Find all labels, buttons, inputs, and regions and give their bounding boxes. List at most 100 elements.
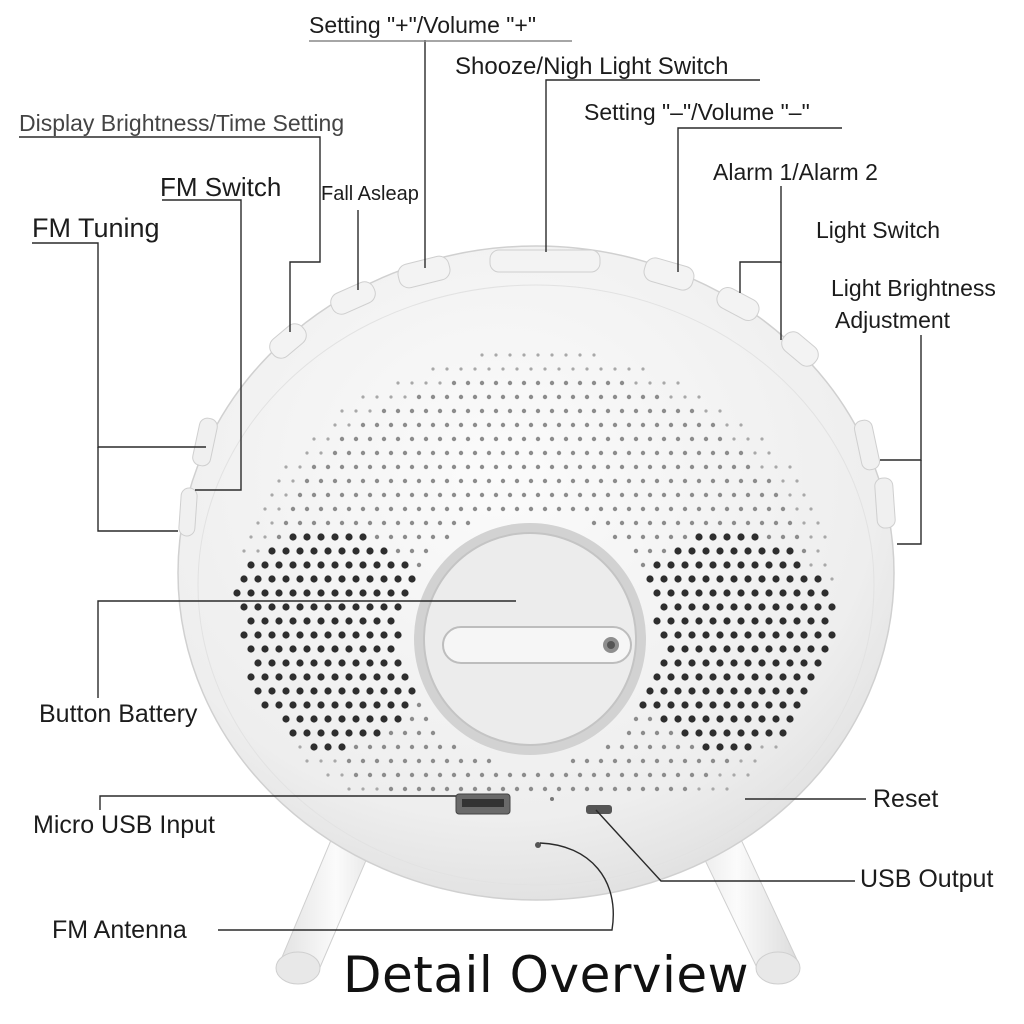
grille-hole xyxy=(325,464,331,470)
alarm-button[interactable] xyxy=(713,284,762,324)
grille-hole xyxy=(394,715,402,723)
grille-hole xyxy=(654,422,660,428)
grille-hole xyxy=(640,758,646,764)
grille-hole xyxy=(465,772,471,778)
grille-hole xyxy=(402,786,408,792)
leader-fm-antenna xyxy=(218,842,614,931)
grille-hole xyxy=(758,547,766,555)
light-switch-button[interactable] xyxy=(778,328,823,371)
grille-hole xyxy=(653,561,661,569)
grille-hole xyxy=(786,603,794,611)
grille-hole xyxy=(688,659,696,667)
grille-hole xyxy=(793,617,801,625)
grille-hole xyxy=(381,492,387,498)
grille-hole xyxy=(256,521,260,525)
grille-hole xyxy=(675,492,681,498)
grille-hole xyxy=(758,575,766,583)
grille-hole xyxy=(296,603,304,611)
grille-hole xyxy=(711,787,715,791)
grille-hole xyxy=(465,520,471,526)
grille-hole xyxy=(744,575,752,583)
grille-hole xyxy=(451,492,457,498)
grille-hole xyxy=(494,353,498,357)
volume-minus-button[interactable] xyxy=(642,256,697,293)
grille-hole xyxy=(326,437,330,441)
grille-hole xyxy=(786,547,794,555)
grille-hole xyxy=(626,730,632,736)
grille-hole xyxy=(653,673,661,681)
grille-hole xyxy=(324,547,332,555)
grille-hole xyxy=(381,772,387,778)
grille-hole xyxy=(710,758,716,764)
grille-hole xyxy=(389,395,393,399)
grille-hole xyxy=(814,603,822,611)
grille-hole xyxy=(254,687,262,695)
grille-hole xyxy=(695,673,703,681)
grille-hole xyxy=(556,786,562,792)
grille-hole xyxy=(458,758,464,764)
grille-hole xyxy=(570,478,576,484)
grille-hole xyxy=(282,547,290,555)
fm-tuning-button[interactable] xyxy=(178,487,198,537)
display-brightness-button[interactable] xyxy=(266,320,311,363)
grille-hole xyxy=(730,547,738,555)
usb-output-port[interactable] xyxy=(586,805,612,814)
grille-hole xyxy=(282,631,290,639)
grille-hole xyxy=(535,464,541,470)
grille-hole xyxy=(401,701,409,709)
grille-hole xyxy=(416,422,422,428)
grille-hole xyxy=(345,533,353,541)
grille-hole xyxy=(282,715,290,723)
grille-hole xyxy=(486,478,492,484)
snooze-button[interactable] xyxy=(489,249,601,273)
grille-hole xyxy=(367,492,373,498)
fall-asleep-button[interactable] xyxy=(328,279,379,318)
light-brightness-minus[interactable] xyxy=(874,477,896,529)
grille-hole xyxy=(374,534,380,540)
grille-hole xyxy=(661,744,667,750)
grille-hole xyxy=(310,575,318,583)
grille-hole xyxy=(402,478,408,484)
grille-hole xyxy=(765,589,773,597)
grille-hole xyxy=(528,786,534,792)
grille-hole xyxy=(493,436,499,442)
reset-hole[interactable] xyxy=(550,797,554,801)
grille-hole xyxy=(500,450,506,456)
grille-hole xyxy=(570,422,576,428)
grille-hole xyxy=(681,617,689,625)
grille-hole xyxy=(612,786,618,792)
grille-hole xyxy=(584,478,590,484)
grille-hole xyxy=(275,589,283,597)
grille-hole xyxy=(437,464,443,470)
grille-hole xyxy=(794,534,800,540)
grille-hole xyxy=(807,589,815,597)
grille-hole xyxy=(577,408,583,414)
grille-hole xyxy=(388,422,394,428)
grille-hole xyxy=(639,701,647,709)
grille-hole xyxy=(324,659,332,667)
grille-hole xyxy=(598,478,604,484)
grille-hole xyxy=(338,687,346,695)
grille-hole xyxy=(571,367,575,371)
grille-hole xyxy=(528,422,534,428)
grille-hole xyxy=(730,687,738,695)
grille-hole xyxy=(409,408,415,414)
grille-hole xyxy=(716,631,724,639)
grille-hole xyxy=(640,786,646,792)
fm-switch-button[interactable] xyxy=(191,417,219,468)
grille-hole xyxy=(570,786,576,792)
volume-plus-button[interactable] xyxy=(396,254,452,290)
light-brightness-plus[interactable] xyxy=(853,419,881,472)
grille-hole xyxy=(779,561,787,569)
grille-hole xyxy=(270,521,274,525)
grille-hole xyxy=(430,478,436,484)
grille-hole xyxy=(394,575,402,583)
grille-hole xyxy=(697,395,701,399)
side-buttons xyxy=(178,417,896,537)
grille-hole xyxy=(591,492,597,498)
grille-hole xyxy=(409,548,415,554)
battery-cover[interactable] xyxy=(414,523,646,755)
grille-hole xyxy=(522,353,526,357)
grille-hole xyxy=(423,436,429,442)
grille-hole xyxy=(444,786,450,792)
